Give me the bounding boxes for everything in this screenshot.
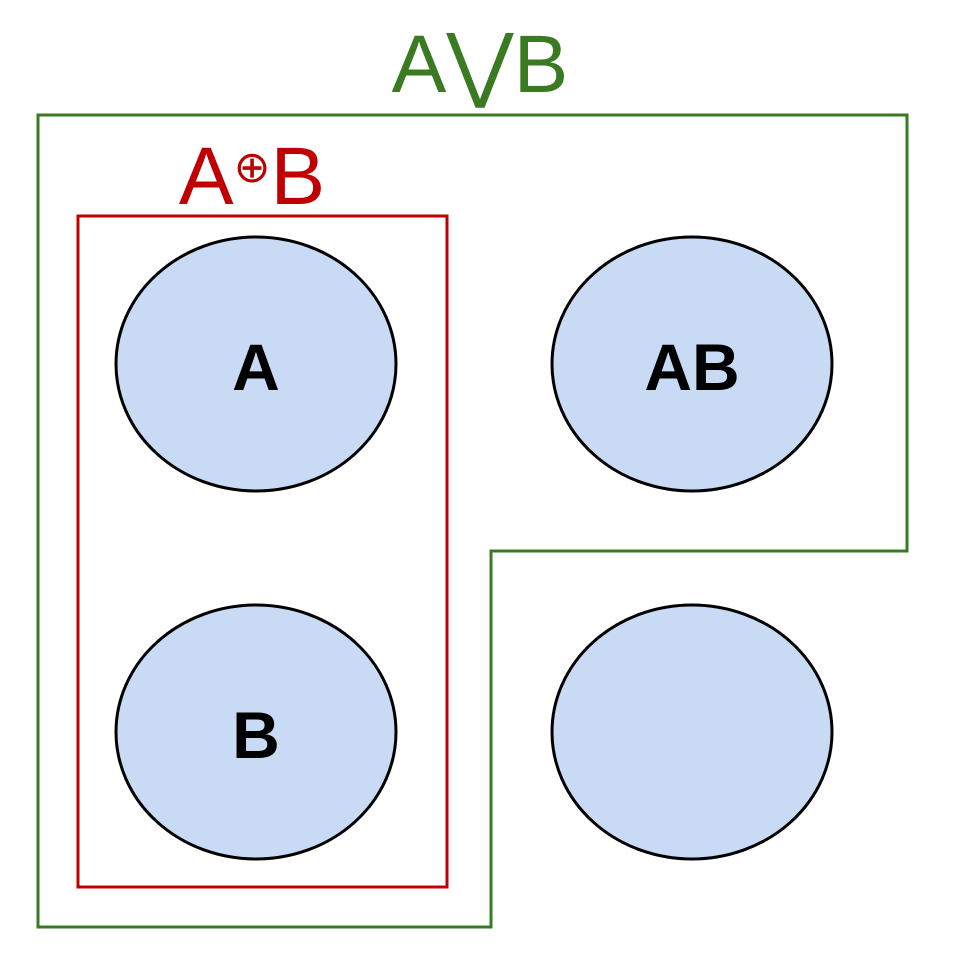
circle-a: A: [114, 235, 398, 493]
xor-operator-icon: ⊕: [234, 142, 271, 193]
xor-label-a: A: [179, 131, 234, 222]
xor-region-label: A⊕B: [179, 131, 325, 222]
circle-b: B: [114, 603, 398, 861]
circle-none-shape: [550, 603, 834, 861]
circle-ab-shape: [550, 235, 834, 493]
xor-label-b: B: [270, 131, 325, 222]
circle-b-label: B: [232, 698, 280, 772]
circle-ab: AB: [550, 235, 834, 493]
or-region-outline: [36, 113, 909, 929]
xor-region-outline: [76, 214, 449, 889]
circle-none: [550, 603, 834, 861]
circle-ab-label: AB: [644, 330, 739, 404]
circle-b-shape: [114, 603, 398, 861]
or-region-label: A⋁B: [392, 19, 569, 110]
circle-a-label: A: [232, 330, 280, 404]
circle-a-shape: [114, 235, 398, 493]
